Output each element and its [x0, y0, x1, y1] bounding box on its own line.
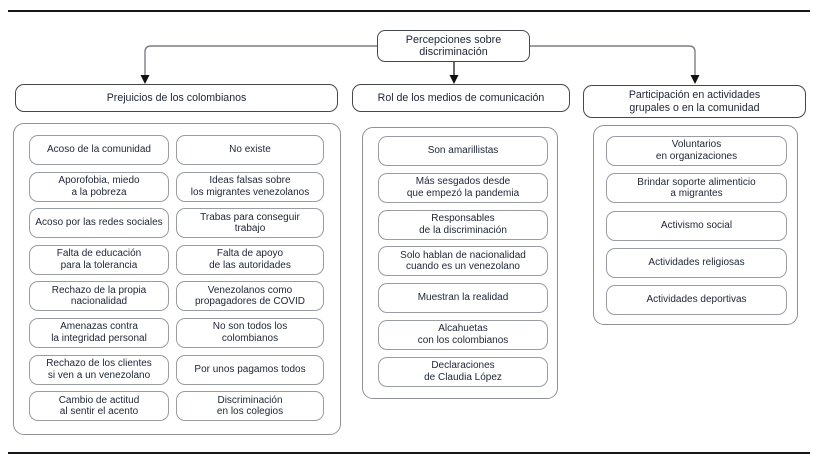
node-box: Ideas falsas sobre los migrantes venezol… [176, 171, 324, 202]
node-box: Amenazas contra la integridad personal [29, 317, 169, 348]
node-box: Cambio de actitud al sentir el acento [29, 391, 169, 422]
top-rule [8, 10, 810, 12]
arrowhead-left-icon [140, 75, 150, 84]
node-box: Declaraciones de Claudia López [378, 356, 548, 387]
node-box: Falta de apoyo de las autoridades [176, 244, 324, 275]
node-box: Actividades deportivas [606, 285, 787, 316]
node-box: Más sesgados desde que empezó la pandemi… [378, 172, 548, 203]
node-box: Acoso por las redes sociales [29, 208, 169, 239]
arrowhead-middle-icon [449, 75, 459, 84]
node-box: No son todos los colombianos [176, 317, 324, 348]
header-medios: Rol de los medios de comunicación [352, 84, 570, 112]
group-prejuicios: Acoso de la comunidad No existe Aporofob… [13, 123, 341, 435]
node-box: Activismo social [606, 210, 787, 241]
node-box: Por unos pagamos todos [176, 354, 324, 385]
node-box: Trabas para conseguir trabajo [176, 208, 324, 239]
bottom-rule [8, 452, 810, 454]
node-box: Rechazo de la propia nacionalidad [29, 281, 169, 312]
connector-right [530, 45, 696, 77]
node-box: Alcahuetas con los colombianos [378, 319, 548, 350]
node-box: Venezolanos como propagadores de COVID [176, 281, 324, 312]
node-box: No existe [176, 135, 324, 165]
node-box: Aporofobia, miedo a la pobreza [29, 171, 169, 202]
node-box: Brindar soporte alimenticio a migrantes [606, 173, 787, 204]
root-node: Percepciones sobre discriminación [377, 30, 530, 62]
arrowhead-right-icon [690, 75, 700, 84]
header-participacion: Participación en actividades grupales o … [583, 85, 806, 118]
node-box: Acoso de la comunidad [29, 135, 169, 165]
node-box: Solo hablan de nacionalidad cuando es un… [378, 246, 548, 277]
group-participacion: Voluntarios en organizaciones Brindar so… [593, 125, 798, 325]
group-medios: Son amarillistas Más sesgados desde que … [362, 127, 558, 399]
node-box: Son amarillistas [378, 136, 548, 166]
node-box: Rechazo de los clientes si ven a un vene… [29, 354, 169, 385]
header-participacion-label: Participación en actividades grupales o … [628, 89, 761, 114]
node-box: Actividades religiosas [606, 247, 787, 278]
node-box: Discriminación en los colegios [176, 391, 324, 422]
node-box: Muestran la realidad [378, 283, 548, 314]
root-node-label: Percepciones sobre discriminación [405, 33, 502, 59]
node-box: Voluntarios en organizaciones [606, 136, 787, 166]
header-prejuicios-label: Prejuicios de los colombianos [106, 91, 247, 104]
node-box: Responsables de la discriminación [378, 209, 548, 240]
header-prejuicios: Prejuicios de los colombianos [15, 84, 338, 112]
node-box: Falta de educación para la tolerancia [29, 244, 169, 275]
connector-left [144, 45, 377, 77]
header-medios-label: Rol de los medios de comunicación [377, 91, 545, 104]
